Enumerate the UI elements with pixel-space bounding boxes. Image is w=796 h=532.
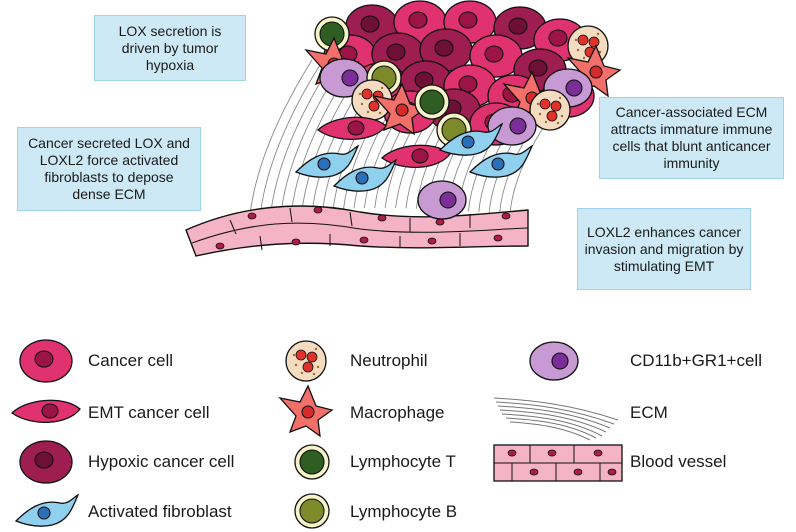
legend-label-neutrophil: Neutrophil bbox=[350, 351, 428, 370]
legend-label-cancer-cell: Cancer cell bbox=[88, 351, 174, 370]
legend-lymphocyte-t-icon bbox=[294, 444, 330, 480]
ecm-fibre bbox=[259, 61, 323, 214]
callout-lox-fibroblasts-text: Cancer secreted LOX and LOXL2 force acti… bbox=[28, 135, 190, 202]
callout-lox-fibroblasts: Cancer secreted LOX and LOXL2 force acti… bbox=[17, 127, 201, 211]
legend-label-activated-fibroblast: Activated fibroblast bbox=[88, 502, 232, 521]
legend-macrophage-icon bbox=[279, 385, 333, 437]
legend-label-emt-cancer-cell: EMT cancer cell bbox=[88, 403, 210, 422]
legend-cancer-cell-icon bbox=[19, 339, 73, 383]
legend-label-cd11b-cell: CD11b+GR1+cell bbox=[630, 351, 762, 370]
legend-label-lymphocyte-t: Lymphocyte T bbox=[350, 452, 456, 471]
legend-cd11b-cell-icon bbox=[529, 341, 579, 381]
legend-lymphocyte-b-icon bbox=[294, 493, 330, 529]
legend-label-blood-vessel: Blood vessel bbox=[630, 452, 727, 471]
callout-ecm-immune: Cancer-associated ECM attracts immature … bbox=[599, 97, 784, 179]
legend-label-macrophage: Macrophage bbox=[350, 403, 445, 422]
legend-blood-vessel-icon bbox=[493, 444, 623, 482]
legend-label-ecm: ECM bbox=[630, 403, 668, 422]
legend-emt-cancer-cell-icon bbox=[11, 399, 81, 424]
legend-label-lymphocyte-b: Lymphocyte B bbox=[350, 502, 458, 521]
blood-vessel bbox=[185, 205, 529, 257]
callout-lox-hypoxia: LOX secretion is driven by tumor hypoxia bbox=[94, 15, 246, 81]
legend bbox=[11, 339, 623, 529]
callout-loxl2-emt-text: LOXL2 enhances cancer invasion and migra… bbox=[584, 223, 744, 274]
legend-neutrophil-icon bbox=[285, 340, 327, 382]
callout-lox-hypoxia-text: LOX secretion is driven by tumor hypoxia bbox=[118, 22, 222, 73]
legend-hypoxic-cancer-cell-icon bbox=[19, 440, 73, 484]
ecm-fibre bbox=[249, 59, 313, 215]
callout-ecm-immune-text: Cancer-associated ECM attracts immature … bbox=[610, 104, 773, 171]
callout-loxl2-emt: LOXL2 enhances cancer invasion and migra… bbox=[577, 208, 751, 290]
legend-ecm-icon bbox=[493, 397, 619, 441]
legend-label-hypoxic-cancer-cell: Hypoxic cancer cell bbox=[88, 452, 235, 471]
legend-activated-fibroblast-icon bbox=[15, 494, 79, 527]
